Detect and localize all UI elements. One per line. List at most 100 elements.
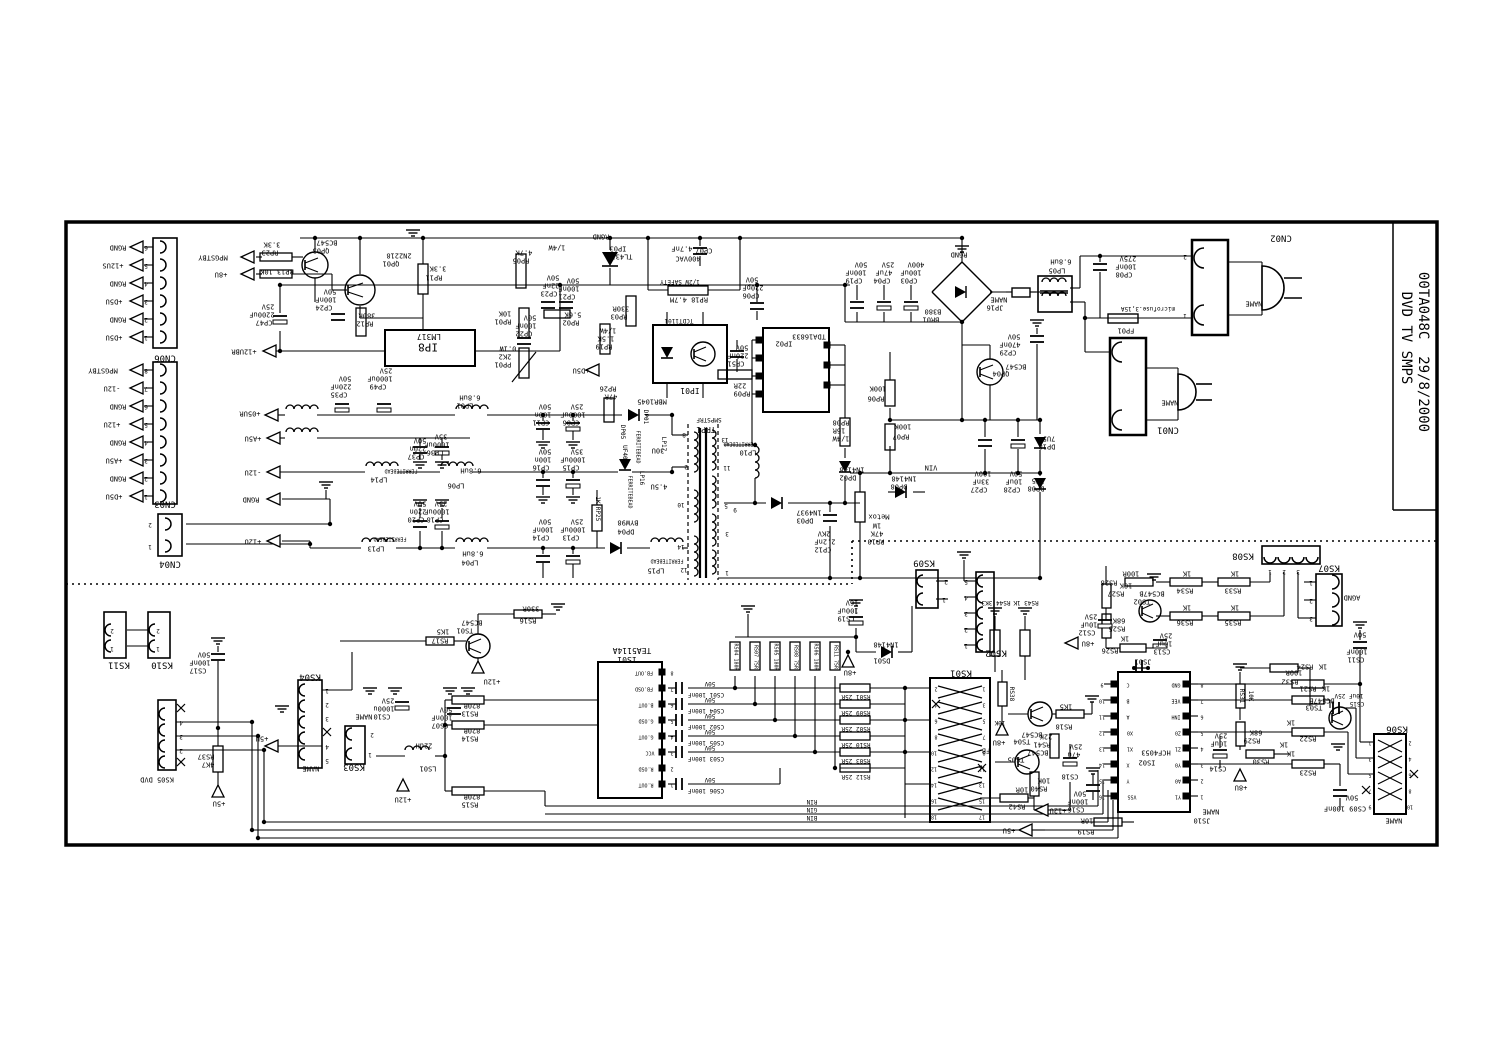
schematic-label: 50V bbox=[704, 680, 716, 687]
schematic-label: X bbox=[1126, 761, 1130, 768]
schematic-label: 1 bbox=[1200, 793, 1204, 800]
schematic-label: 50V bbox=[1009, 469, 1023, 478]
schematic-label: 8 bbox=[1408, 787, 1412, 794]
schematic-label: RS31 bbox=[1238, 688, 1245, 704]
schematic-label: 3 bbox=[325, 715, 329, 722]
schematic-label: JS10 bbox=[1193, 816, 1211, 825]
schematic-label: 4.7K bbox=[515, 248, 533, 257]
schematic-label: DP18 bbox=[1038, 442, 1056, 451]
schematic-label: 10 bbox=[1406, 803, 1414, 810]
schematic-label: C bbox=[1126, 681, 1130, 688]
schematic-label: IS01 bbox=[617, 655, 637, 664]
schematic-label: RS21 bbox=[1299, 684, 1317, 693]
schematic-label: 50V bbox=[338, 374, 352, 383]
schematic-label: 8 bbox=[682, 431, 686, 438]
schematic-label: DP01 bbox=[642, 409, 649, 425]
schematic-label: KS10 bbox=[151, 659, 173, 670]
schematic-label: DP04 bbox=[617, 527, 635, 536]
schematic-label: RS28 bbox=[1100, 578, 1118, 587]
schematic-label: 2 bbox=[370, 731, 374, 738]
schematic-label: 7 bbox=[982, 733, 986, 740]
schematic-label: RGND bbox=[592, 232, 610, 241]
schematic-label: CP20 bbox=[407, 515, 425, 524]
schematic-label: 5 bbox=[1368, 771, 1372, 778]
schematic-label: IP01 bbox=[680, 386, 700, 395]
schematic-label: 1K bbox=[1230, 603, 1240, 612]
schematic-label: 2200uF bbox=[249, 310, 275, 319]
schematic-label: RP01 bbox=[494, 317, 512, 326]
schematic-label: 14 bbox=[677, 543, 685, 550]
schematic-label: LP14 bbox=[370, 475, 388, 484]
schematic-label: RS32 bbox=[1281, 677, 1299, 686]
schematic-label: RS30 bbox=[1252, 757, 1270, 766]
schematic-label: B bbox=[1126, 697, 1130, 704]
schematic-label: 3 bbox=[144, 298, 148, 305]
schematic-label: 1000uF bbox=[560, 410, 586, 419]
schematic-label: 100nF bbox=[431, 713, 453, 722]
schematic-label: 50V bbox=[538, 402, 552, 411]
schematic-label: RP06 bbox=[867, 394, 885, 403]
schematic-label: RGND bbox=[109, 315, 127, 324]
schematic-label: +12U bbox=[394, 795, 412, 804]
schematic-label: +12U bbox=[103, 420, 121, 429]
schematic-label: NAME bbox=[1385, 816, 1403, 825]
schematic-label: 1 bbox=[144, 334, 148, 341]
schematic-label: 25V bbox=[570, 402, 584, 411]
schematic-label: 50V bbox=[413, 499, 427, 508]
schematic-label: RP11 bbox=[425, 273, 443, 282]
schematic-label: CP35 bbox=[330, 390, 348, 399]
schematic-label: 820R bbox=[463, 792, 481, 801]
schematic-label: CS14 bbox=[1209, 764, 1227, 773]
schematic-label: RS10 25R bbox=[841, 741, 871, 748]
schematic-label: 8 bbox=[1200, 681, 1204, 688]
schematic-label: 1K bbox=[1286, 749, 1296, 758]
schematic-label: CP06 bbox=[562, 418, 580, 427]
schematic-label: 1 bbox=[1268, 568, 1272, 575]
schematic-label: Y0 bbox=[1174, 761, 1182, 768]
schematic-label: 16R bbox=[832, 426, 846, 435]
schematic-label: 3 bbox=[964, 610, 968, 617]
schematic-label: RS12 25R bbox=[841, 773, 871, 780]
schematic-label: 4.7nF bbox=[671, 244, 693, 253]
schematic-label: microfuse.3,15A bbox=[1120, 305, 1176, 312]
schematic-label: 3 bbox=[1200, 761, 1204, 768]
schematic-label: 3 bbox=[144, 457, 148, 464]
schematic-label: +05UR bbox=[239, 409, 261, 418]
schematic-label: DP03 bbox=[796, 516, 814, 525]
schematic-label: TDA16833 bbox=[792, 332, 826, 341]
schematic-label: 1000uF bbox=[367, 374, 393, 383]
schematic-label: +8U bbox=[1234, 783, 1248, 792]
schematic-label: LP01 bbox=[456, 401, 474, 410]
schematic-label: 1 bbox=[144, 493, 148, 500]
schematic-label: CS11 bbox=[1347, 655, 1365, 664]
schematic-label: 1 bbox=[725, 569, 729, 576]
schematic-label: CP11 bbox=[532, 418, 550, 427]
schematic-label: 2 bbox=[944, 578, 948, 585]
schematic-label: FERRITEBEAD bbox=[373, 535, 407, 542]
schematic-label: 1K bbox=[1286, 718, 1296, 727]
schematic-label: FERRITEBEAD bbox=[634, 430, 641, 464]
schematic-label: 50V bbox=[704, 696, 716, 703]
schematic-label: CN06 bbox=[154, 352, 176, 363]
schematic-label: 1K5 bbox=[1059, 702, 1073, 711]
schematic-label: CS19 bbox=[837, 614, 855, 623]
schematic-label: LP13 bbox=[367, 544, 385, 553]
schematic-label: KS05 DVD bbox=[140, 775, 174, 784]
schematic-label: A bbox=[1126, 713, 1130, 720]
schematic-label: RS06 180R bbox=[812, 643, 819, 671]
schematic-label: 10K bbox=[498, 309, 512, 318]
schematic-label: RP10 bbox=[867, 537, 885, 546]
schematic-label: QP01 bbox=[382, 259, 400, 268]
schematic-label: 100nF bbox=[845, 268, 867, 277]
schematic-label: 25V bbox=[881, 260, 895, 269]
schematic-label: CS07 bbox=[431, 721, 449, 730]
schematic-label: 2.2nF bbox=[814, 537, 836, 546]
schematic-label: 47R bbox=[604, 392, 618, 401]
schematic-label: 220pF bbox=[742, 283, 764, 292]
schematic-label: RP08 bbox=[832, 418, 850, 427]
schematic-label: 2 bbox=[1282, 568, 1286, 575]
schematic-label: 16 bbox=[930, 797, 938, 804]
schematic-label: +5U bbox=[1002, 826, 1016, 835]
schematic-label: 100R bbox=[1122, 569, 1140, 578]
